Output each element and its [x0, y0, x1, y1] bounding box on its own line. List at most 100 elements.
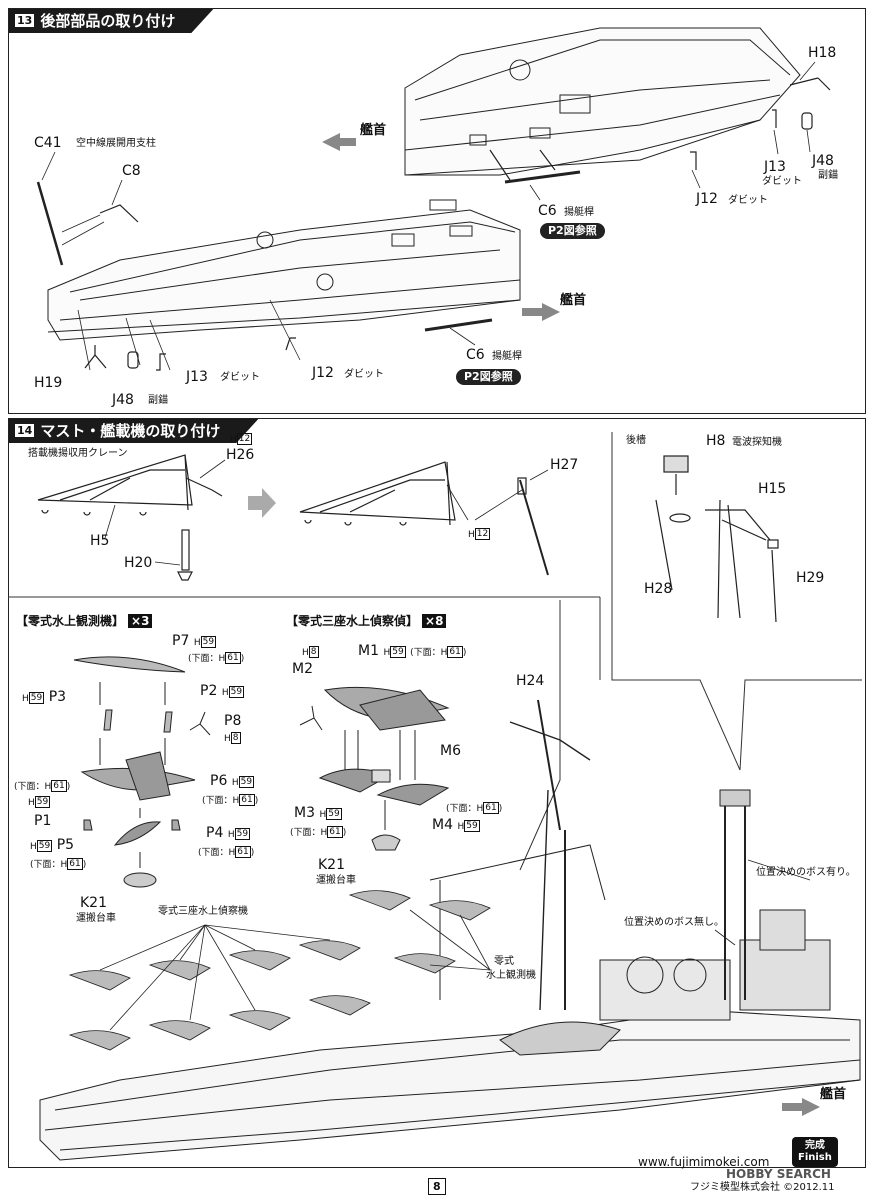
p6-id: P6 [210, 773, 228, 789]
p5-id: P5 [56, 837, 75, 853]
label-c6-upper: C6 [538, 203, 557, 219]
p3-box: 59 [28, 692, 45, 704]
label-m6: M6 [440, 743, 461, 759]
step-14-title: マスト・艦載機の取り付け [40, 422, 221, 440]
p6-under-box: 61 [239, 794, 255, 806]
label-m2: M2 [292, 661, 313, 677]
section-b-title: 【零式三座水上偵察偵】×8 [286, 612, 447, 629]
label-h8-top: H8 [706, 433, 726, 449]
finish-jp: 完成 [804, 1140, 825, 1151]
p7-box: 59 [200, 636, 217, 648]
p6-under-text: (下面：H [202, 796, 240, 806]
label-j12-lower: J12 [312, 365, 334, 381]
label-k21-b: K21 [318, 857, 345, 873]
step-13-number: 13 [17, 14, 33, 27]
label-h20: H20 [124, 555, 153, 571]
m1-h: H [383, 648, 391, 658]
step-14-header: 14 マスト・艦載機の取り付け [9, 419, 258, 443]
label-h26: H26 [226, 447, 255, 463]
p2-id: P2 [200, 683, 218, 699]
label-seaplane-obs: 零式 [494, 956, 514, 967]
label-h29: H29 [796, 570, 825, 586]
section-b-name: 【零式三座水上偵察偵】 [286, 614, 419, 628]
p5-under-box: 61 [67, 858, 83, 870]
label-mainmast: 後檣 [626, 435, 646, 446]
h12-a-box: 12 [236, 433, 253, 445]
m3-box: 59 [326, 808, 342, 820]
label-anchor-lower: 副錨 [148, 395, 168, 406]
m4-box: 59 [464, 820, 480, 832]
left-under-close: ) [66, 782, 71, 792]
p8-box: 8 [230, 732, 241, 744]
label-boat-pole-lower: 揚艇桿 [492, 351, 522, 362]
label-radar: 電波探知機 [732, 437, 782, 448]
m4-under-text: (下面：H [446, 804, 484, 814]
label-cart-b: 運搬台車 [316, 875, 356, 886]
m3-under-close: ) [342, 828, 347, 838]
step-14-panel: 14 マスト・艦載機の取り付け [8, 418, 866, 1168]
step-13-panel: 13 後部部品の取り付け [8, 8, 866, 414]
step-14-number: 14 [17, 424, 33, 437]
m3-under-box: 61 [327, 826, 343, 838]
m1-under-close: ) [462, 648, 467, 658]
label-davit-upper-j12: ダビット [728, 195, 768, 206]
footer-url[interactable]: www.fujimimokei.com [638, 1155, 770, 1169]
label-h27: H27 [550, 457, 579, 473]
m4-h: H [457, 822, 465, 832]
p6-box: 59 [238, 776, 255, 788]
p5-h: H [30, 842, 37, 852]
p1-h: H [28, 798, 35, 808]
ref-p2-upper: P2図参照 [540, 223, 605, 239]
section-a-count: ×3 [128, 614, 153, 628]
label-k21-a: K21 [80, 895, 107, 911]
h12-b-prefix: H [468, 530, 475, 540]
m3-id: M3 [294, 805, 315, 821]
label-bow-upper: 艦首 [360, 123, 387, 138]
section-a-name: 【零式水上観測機】 [16, 614, 125, 628]
p7-under-close: ) [240, 654, 245, 664]
note-boss-no: 位置決めのボス無し。 [624, 917, 724, 928]
label-anchor-upper: 副錨 [818, 170, 838, 181]
finish-en: Finish [798, 1152, 832, 1163]
label-p1: P1 [34, 813, 52, 829]
note-boss-yes: 位置決めのボス有り。 [756, 867, 856, 878]
p4-under-text: (下面：H [198, 848, 236, 858]
p5-box: 59 [36, 840, 53, 852]
left-under-text: (下面：H [14, 782, 52, 792]
m4-under-close: ) [498, 804, 503, 814]
step-13-title: 後部部品の取り付け [40, 12, 176, 30]
ref-p2-lower: P2図参照 [456, 369, 521, 385]
page-number: 8 [428, 1178, 446, 1195]
label-boat-pole-upper: 揚艇桿 [564, 207, 594, 218]
p4-under-box: 61 [235, 846, 251, 858]
label-c41-desc: 空中線展開用支柱 [76, 138, 156, 149]
p8-h: H [224, 734, 231, 744]
label-davit-upper-j13: ダビット [762, 176, 802, 187]
label-h28: H28 [644, 581, 673, 597]
crane-caption: 搭載機揚収用クレーン [28, 448, 128, 459]
m3-h: H [319, 810, 327, 820]
p1-box: 59 [34, 796, 51, 808]
step-13-header: 13 後部部品の取り付け [9, 9, 213, 33]
m1-under-text: (下面：H [410, 648, 448, 658]
label-davit-lower-j12: ダビット [344, 369, 384, 380]
p7-under-text: (下面：H [188, 654, 226, 664]
p7-h: H [193, 638, 201, 648]
p4-box: 59 [234, 828, 251, 840]
label-seaplane-obs-2: 水上観測機 [486, 970, 536, 981]
m4-under-box: 61 [483, 802, 499, 814]
label-davit-lower-j13: ダビット [220, 372, 260, 383]
